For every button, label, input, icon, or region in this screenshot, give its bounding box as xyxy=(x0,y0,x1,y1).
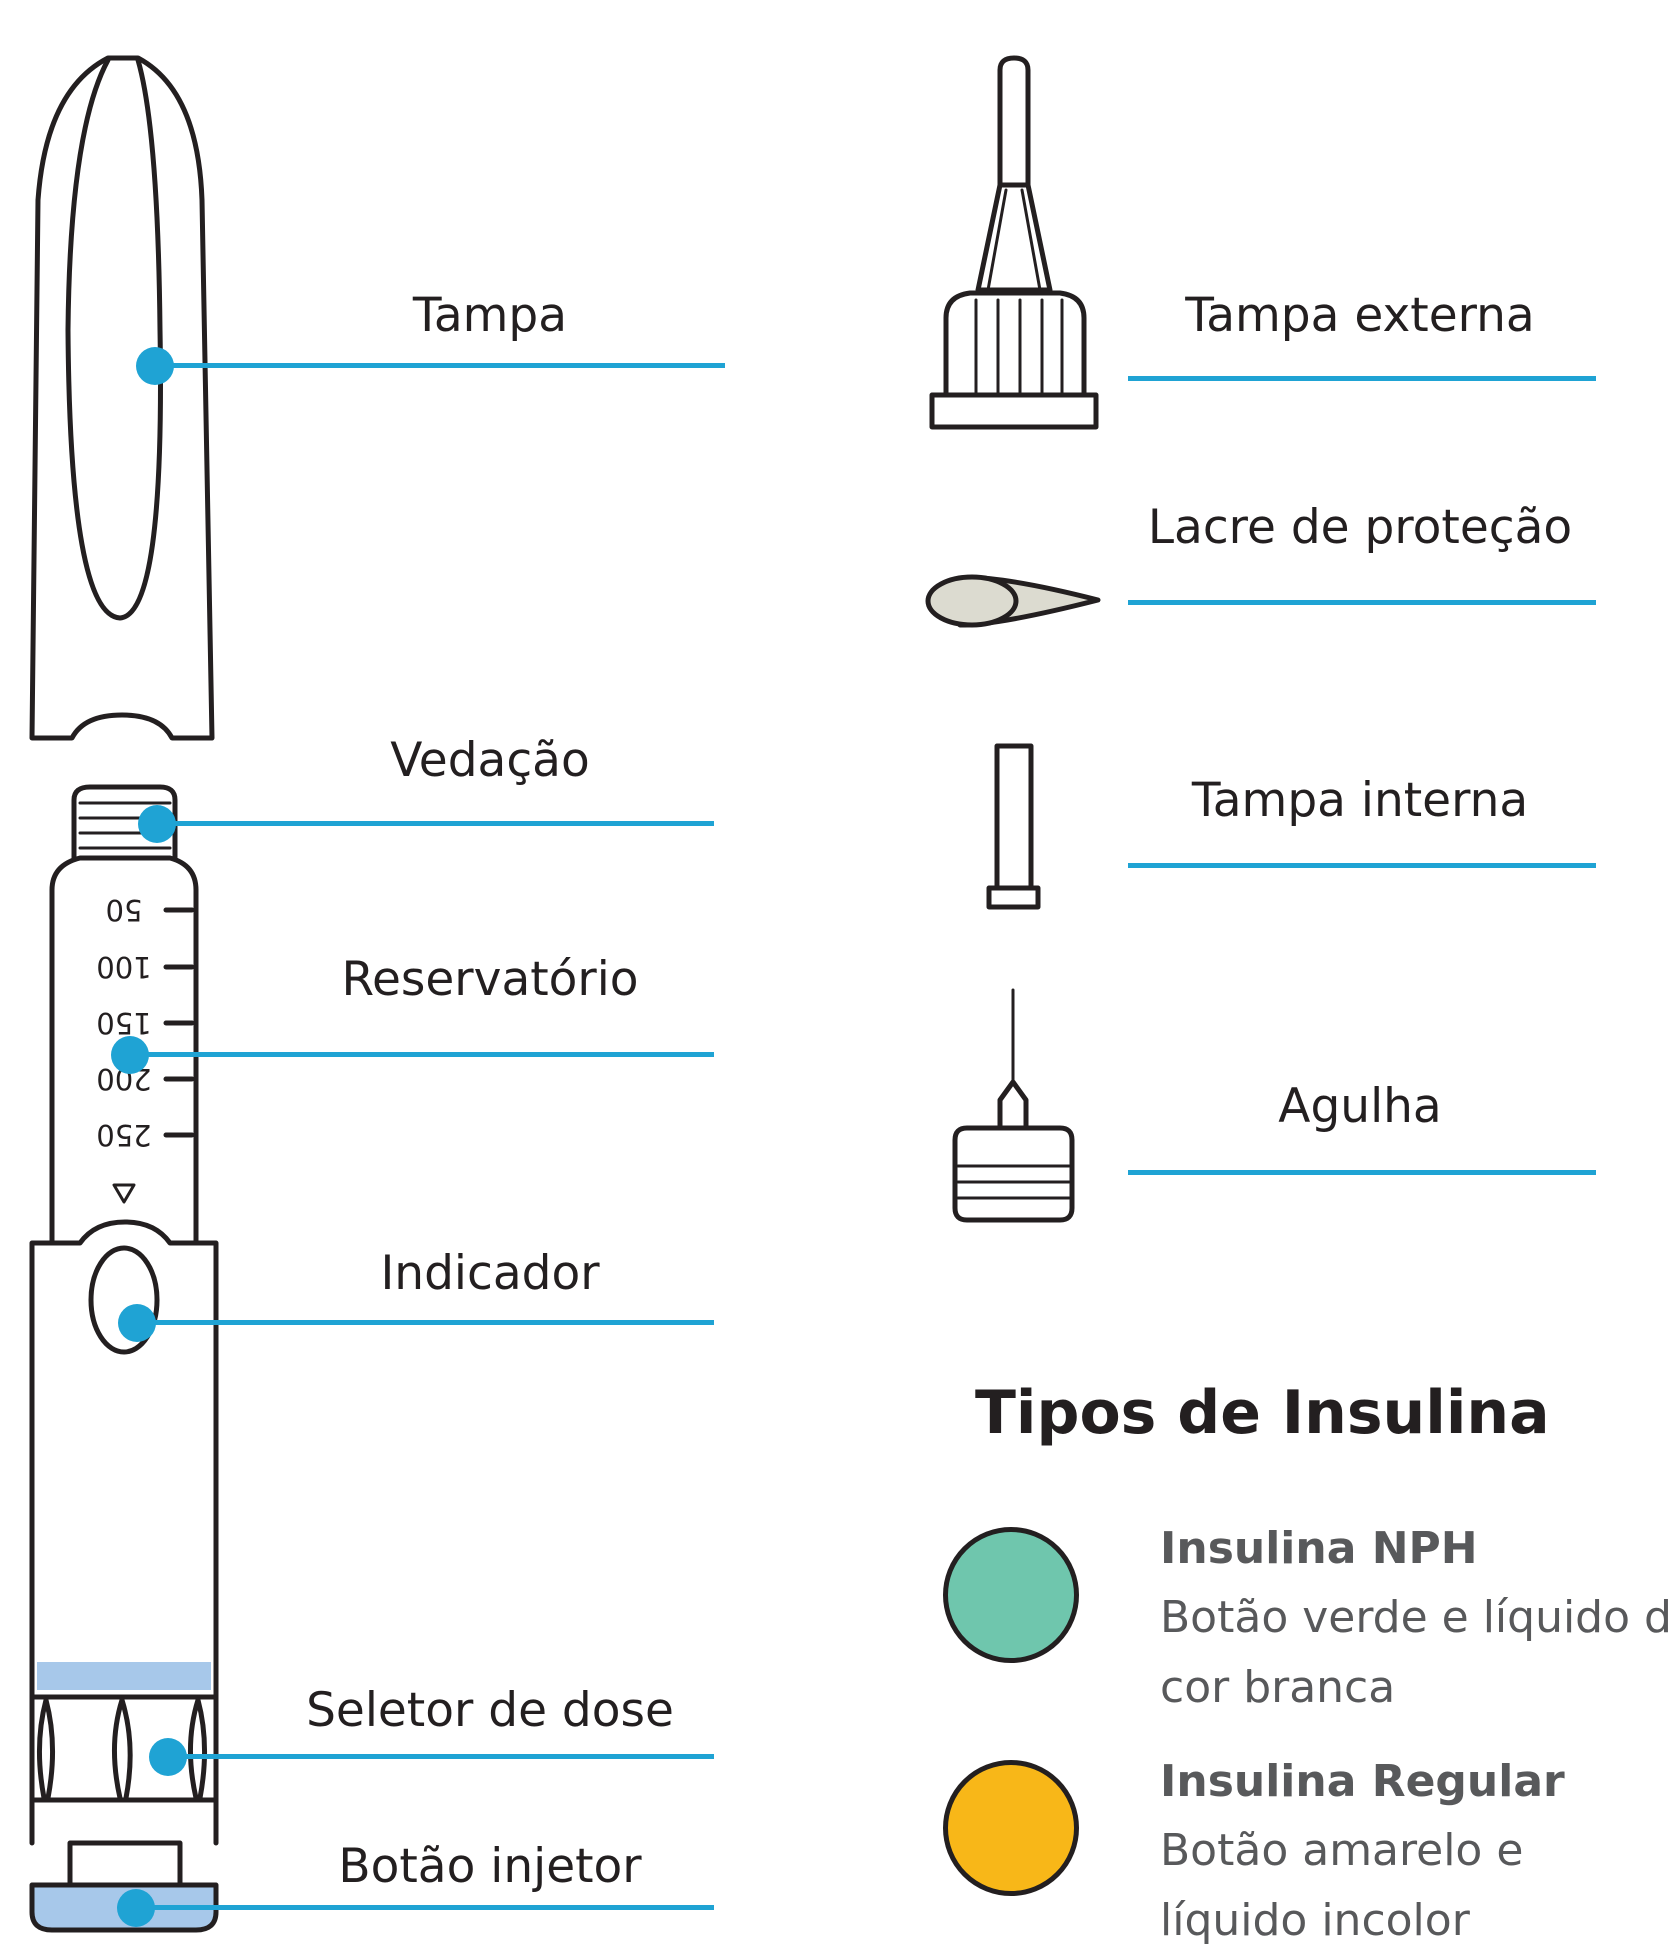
label-seletor: Seletor de dose xyxy=(306,1683,674,1738)
regular-title: Insulina Regular xyxy=(1160,1756,1565,1807)
nph-color-swatch xyxy=(943,1527,1079,1663)
insulin-section-title: Tipos de Insulina xyxy=(975,1378,1550,1448)
label-agulha: Agulha xyxy=(1278,1079,1442,1134)
botao-leader xyxy=(136,1905,714,1910)
regular-description: Botão amarelo e líquido incolor xyxy=(1160,1825,1524,1946)
vedacao-leader xyxy=(157,821,714,826)
pen-cap xyxy=(29,55,215,741)
scale-mark: 100 xyxy=(96,950,151,984)
inner-needle-cap xyxy=(986,743,1041,910)
needle xyxy=(952,988,1075,1223)
label-lacre: Lacre de proteção xyxy=(1147,500,1573,555)
scale-mark: 150 xyxy=(96,1006,151,1040)
tampa-interna-leader xyxy=(1128,863,1596,868)
regular-color-swatch xyxy=(943,1760,1079,1896)
label-reservatorio: Reservatório xyxy=(341,952,639,1007)
label-indicador: Indicador xyxy=(380,1246,600,1301)
outer-needle-cap xyxy=(929,55,1099,430)
seletor-leader xyxy=(168,1754,714,1759)
protective-seal xyxy=(925,574,1101,628)
label-vedacao: Vedação xyxy=(390,733,590,788)
tampa-leader xyxy=(155,363,725,368)
tampa-externa-leader xyxy=(1128,376,1596,381)
nph-description: Botão verde e líquido de cor branca xyxy=(1160,1592,1669,1713)
agulha-leader xyxy=(1128,1170,1596,1175)
label-tampa: Tampa xyxy=(412,288,568,343)
pen-dose-selector xyxy=(29,1662,219,1803)
reservatorio-leader xyxy=(130,1052,714,1057)
indicador-leader xyxy=(137,1320,714,1325)
label-tampa-externa: Tampa externa xyxy=(1185,288,1535,343)
lacre-leader xyxy=(1128,600,1596,605)
label-botao: Botão injetor xyxy=(338,1839,642,1894)
nph-title: Insulina NPH xyxy=(1160,1523,1478,1574)
label-tampa-interna: Tampa interna xyxy=(1191,773,1529,828)
scale-mark: 250 xyxy=(96,1118,151,1152)
scale-mark: 50 xyxy=(106,893,143,927)
